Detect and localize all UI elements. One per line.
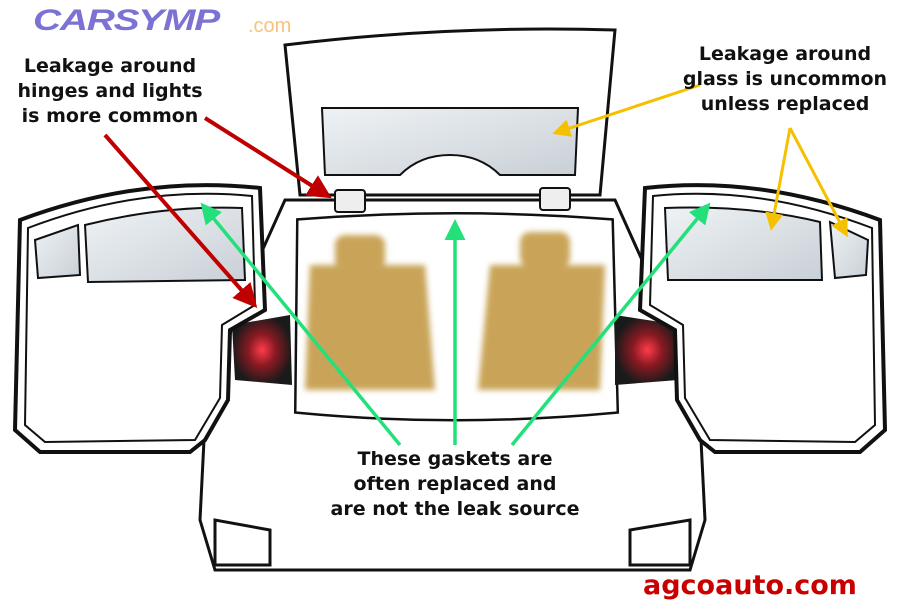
arrow-to-right-door-gasket — [510, 202, 711, 447]
rear-seats — [305, 232, 605, 390]
rear-glass — [320, 107, 580, 176]
right-door-window — [663, 206, 824, 281]
tail-light-right — [615, 315, 680, 385]
hinges-lights-label: Leakage around hinges and lights is more… — [17, 55, 203, 127]
carsymp-logo-suffix: .com — [248, 15, 292, 37]
red-arrows — [103, 116, 332, 309]
hinge-right — [539, 187, 571, 211]
arrow-to-hinge — [203, 116, 332, 199]
arrow-to-door-glass — [765, 127, 792, 231]
arrow-to-quarter-glass — [788, 127, 848, 238]
arrow-to-rear-glass — [552, 83, 701, 137]
carsymp-logo: CARSYMP — [33, 4, 220, 37]
gaskets-label: These gaskets are often replaced and are… — [320, 447, 590, 522]
glass-label: Leakage around glass is uncommon unless … — [682, 43, 888, 115]
left-door-window — [83, 206, 247, 284]
arrow-to-left-door-gasket — [200, 202, 402, 447]
green-arrows — [200, 202, 711, 447]
yellow-arrows — [552, 83, 848, 238]
right-door — [637, 183, 888, 454]
tailgate — [283, 27, 617, 213]
left-door — [12, 183, 268, 454]
hinge-left — [334, 189, 366, 213]
trunk-opening — [293, 212, 620, 422]
arrow-to-light — [103, 133, 258, 309]
tail-light-left — [232, 315, 292, 385]
agcoauto-watermark: agcoauto.com — [643, 570, 857, 601]
